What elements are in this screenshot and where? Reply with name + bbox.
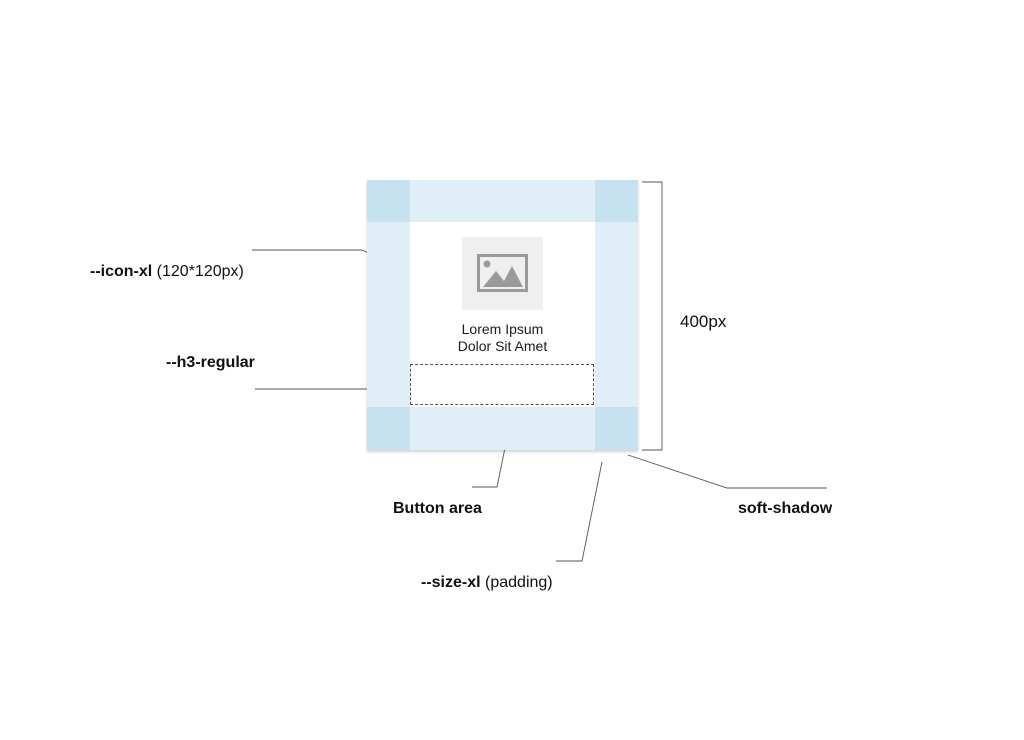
padding-corner-bottom-right xyxy=(595,407,638,450)
padding-corner-bottom-left xyxy=(367,407,410,450)
shadow-token: soft-shadow xyxy=(738,500,833,517)
height-bracket xyxy=(642,181,663,451)
heading-token: --h3-regular xyxy=(166,354,255,371)
icon-detail: (120*120px) xyxy=(152,263,244,280)
padding-right xyxy=(595,222,638,407)
padding-top xyxy=(367,180,638,222)
icon-token: --icon-xl xyxy=(90,263,153,280)
card-title-line-2: Dolor Sit Amet xyxy=(457,338,548,354)
size-token: --size-xl xyxy=(421,574,481,591)
button-area xyxy=(410,364,594,405)
padding-corner-top-right xyxy=(595,180,638,222)
card-title-line-1: Lorem Ipsum xyxy=(461,321,544,337)
shadow-annotation: soft-shadow xyxy=(738,500,832,518)
height-annotation: 400px xyxy=(680,312,727,331)
card-title: Lorem Ipsum Dolor Sit Amet xyxy=(410,321,595,355)
heading-annotation: --h3-regular xyxy=(166,354,255,372)
padding-corner-top-left xyxy=(367,180,410,222)
size-detail: (padding) xyxy=(480,574,553,591)
padding-left xyxy=(367,222,410,407)
button-annotation: Button area xyxy=(393,500,482,518)
size-leader-line xyxy=(556,461,603,562)
padding-bottom xyxy=(367,407,638,450)
shadow-leader-line xyxy=(627,454,827,489)
icon-annotation: --icon-xl (120*120px) xyxy=(90,263,244,281)
size-annotation: --size-xl (padding) xyxy=(421,574,553,592)
card-spec: Lorem Ipsum Dolor Sit Amet xyxy=(367,180,638,450)
button-token: Button area xyxy=(393,500,482,517)
image-icon xyxy=(477,254,528,292)
image-placeholder xyxy=(462,237,543,310)
